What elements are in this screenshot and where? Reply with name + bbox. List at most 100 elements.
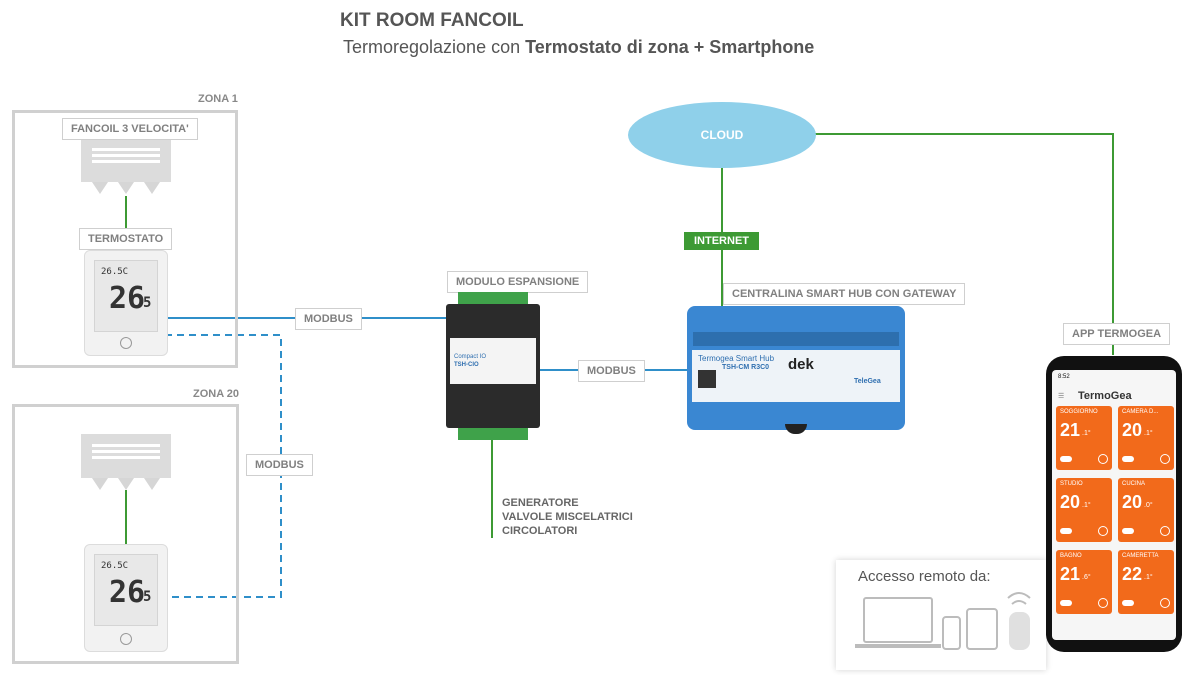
zone20-title: ZONA 20 [193, 388, 240, 400]
room-temp: 20 [1122, 420, 1143, 440]
room-tile[interactable]: CAMERETTA 22.1° [1118, 550, 1174, 614]
thermostat-big-readout: 26 [109, 281, 146, 316]
laptop-icon [855, 597, 941, 648]
generator-line-2: VALVOLE MISCELATRICI [502, 511, 633, 523]
room-name: CUCINA [1122, 481, 1146, 487]
clock-icon [1098, 454, 1108, 464]
expansion-model: TSH-CIO [454, 362, 479, 368]
room-temp-decimal: .1° [1144, 574, 1153, 581]
hub-clip [785, 424, 807, 434]
zone1-fancoil-icon [81, 138, 171, 194]
zone1-title: ZONA 1 [198, 93, 238, 105]
clock-icon [1098, 526, 1108, 536]
room-toggle[interactable] [1122, 600, 1134, 606]
room-temp-decimal: .1° [1144, 430, 1153, 437]
hub-name: Termogea Smart Hub [698, 354, 775, 363]
thermostat-screen: 26.5C 26 5 [94, 554, 158, 626]
room-tile[interactable]: CUCINA 20.0° [1118, 478, 1174, 542]
thermostat-decimal: 5 [143, 295, 152, 311]
zone1-thermostat: 26.5C 26 5 [84, 250, 168, 356]
expansion-module: Compact IO TSH-CIO [446, 292, 540, 440]
zone1-box [12, 110, 238, 368]
expansion-label: MODULO ESPANSIONE [447, 271, 589, 293]
hub-model: TSH-CM R3C0 [722, 364, 770, 371]
clock-icon [1160, 598, 1170, 608]
room-toggle[interactable] [1060, 600, 1072, 606]
internet-label: INTERNET [684, 232, 759, 250]
room-temp: 20 [1060, 492, 1081, 512]
room-temp: 22 [1122, 564, 1143, 584]
thermostat-knob [120, 337, 132, 349]
room-tile[interactable]: STUDIO 20.1° [1056, 478, 1112, 542]
app-line [815, 133, 1114, 355]
hub-brand: TeleGea [854, 378, 881, 385]
expansion-top-terminals [458, 292, 528, 304]
room-tile[interactable]: BAGNO 21.6° [1056, 550, 1112, 614]
room-tile[interactable]: SOGGIORNO 21.1° [1056, 406, 1112, 470]
thermostat-knob [120, 633, 132, 645]
room-temp-decimal: .1° [1082, 430, 1091, 437]
generator-label: GENERATORE VALVOLE MISCELATRICI CIRCOLAT… [502, 496, 633, 538]
room-temp: 20 [1122, 492, 1143, 512]
zone20-thermostat: 26.5C 26 5 [84, 544, 168, 652]
thermostat-label: TERMOSTATO [79, 228, 173, 250]
modbus-label-3: MODBUS [578, 360, 645, 382]
zone20-fancoil-icon [81, 434, 171, 490]
room-temp: 21 [1060, 564, 1081, 584]
room-toggle[interactable] [1060, 528, 1072, 534]
hub-maker: dek [788, 356, 814, 373]
modbus-label-2: MODBUS [246, 454, 313, 476]
app-label: APP TERMOGEA [1063, 323, 1171, 345]
room-name: CAMERETTA [1122, 553, 1159, 559]
smart-speaker-icon [1007, 592, 1031, 650]
qr-code-icon [698, 370, 716, 388]
subtitle-plain: Termoregolazione con [343, 37, 526, 57]
expansion-front-panel: Compact IO TSH-CIO [450, 338, 536, 384]
thermostat-decimal: 5 [143, 589, 152, 605]
hub-label: CENTRALINA SMART HUB CON GATEWAY [723, 283, 966, 305]
hub-terminal-row [693, 332, 899, 346]
clock-icon [1160, 526, 1170, 536]
app-brand: TermoGea [1078, 390, 1132, 402]
diagram-title: KIT ROOM FANCOIL [340, 10, 524, 31]
hub-device: Termogea Smart Hub TSH-CM R3C0 dek TeleG… [687, 306, 905, 434]
clock-icon [1160, 454, 1170, 464]
thermostat-screen: 26.5C 26 5 [94, 260, 158, 332]
room-temp: 21 [1060, 420, 1081, 440]
fancoil-label: FANCOIL 3 VELOCITA' [62, 118, 198, 140]
generator-line-3: CIRCOLATORI [502, 525, 578, 537]
cloud-label: CLOUD [700, 128, 744, 142]
expansion-bottom-terminals [458, 428, 528, 440]
expansion-brand: Compact IO [454, 354, 487, 360]
generator-line-1: GENERATORE [502, 497, 579, 509]
room-tile[interactable]: CAMERA D... 20.1° [1118, 406, 1174, 470]
thermostat-big-readout: 26 [109, 575, 146, 610]
thermostat-small-readout: 26.5C [101, 561, 129, 571]
smartphone-icon [942, 616, 961, 650]
room-temp-decimal: .6° [1082, 574, 1091, 581]
room-toggle[interactable] [1122, 456, 1134, 462]
clock-icon [1098, 598, 1108, 608]
room-toggle[interactable] [1060, 456, 1072, 462]
remote-access-title: Accesso remoto da: [858, 568, 991, 585]
phone-time: 8:52 [1058, 374, 1070, 380]
tablet-icon [966, 608, 998, 650]
zone20-box [12, 404, 239, 664]
room-name: BAGNO [1060, 553, 1082, 559]
hub-front-panel: Termogea Smart Hub TSH-CM R3C0 dek TeleG… [692, 350, 900, 402]
cloud-shape [628, 102, 816, 168]
hamburger-menu-icon[interactable]: ☰ [1058, 393, 1065, 400]
modbus-label-1: MODBUS [295, 308, 362, 330]
thermostat-small-readout: 26.5C [101, 267, 129, 277]
room-temp-decimal: .0° [1144, 502, 1153, 509]
room-name: CAMERA D... [1122, 409, 1159, 415]
room-toggle[interactable] [1122, 528, 1134, 534]
room-temp-decimal: .1° [1082, 502, 1091, 509]
diagram-subtitle: Termoregolazione con Termostato di zona … [343, 37, 814, 58]
room-name: STUDIO [1060, 481, 1083, 487]
room-name: SOGGIORNO [1060, 409, 1098, 415]
